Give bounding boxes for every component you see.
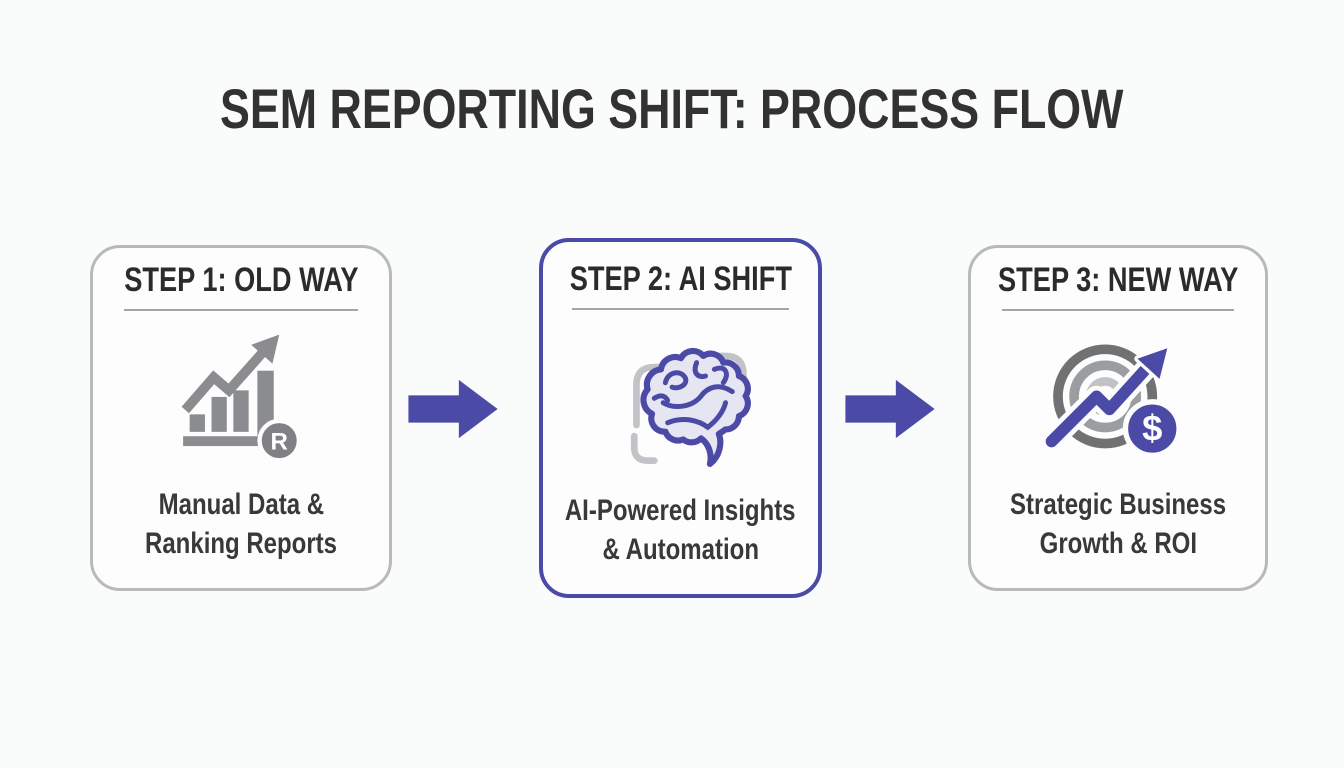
- header-divider: [1001, 309, 1235, 311]
- page-title: SEM REPORTING SHIFT: PROCESS FLOW: [0, 76, 1344, 141]
- page-title-text: SEM REPORTING SHIFT: PROCESS FLOW: [220, 77, 1124, 140]
- step-card-ai-shift: STEP 2: AI SHIFT: [539, 238, 822, 598]
- right-block-arrow-icon: [408, 379, 498, 439]
- step-card-new-way: STEP 3: NEW WAY $ Strategic Busin: [968, 245, 1268, 591]
- step-header: STEP 2: AI SHIFT: [569, 260, 792, 298]
- step-header: STEP 3: NEW WAY: [997, 261, 1239, 299]
- caption-line: Growth & ROI: [1039, 527, 1197, 561]
- caption-line: AI-Powered Insights: [565, 493, 796, 527]
- ai-brain-icon: [630, 347, 751, 467]
- dollar-badge-symbol: $: [1142, 408, 1162, 449]
- caption-line: & Automation: [602, 533, 759, 567]
- caption-line: Strategic Business: [1009, 487, 1227, 521]
- header-divider: [571, 308, 790, 310]
- flow-arrow-2: [845, 377, 937, 441]
- ranking-badge-circle: [257, 418, 302, 463]
- target-growth-roi-icon: $: [1043, 344, 1182, 459]
- step-header: STEP 1: OLD WAY: [123, 261, 359, 299]
- step-caption: AI-Powered Insights & Automation: [536, 491, 824, 570]
- growth-arrow: [1045, 358, 1157, 448]
- step-caption: Manual Data & Ranking Reports: [121, 485, 361, 564]
- header-divider: [124, 309, 358, 311]
- trend-arrowhead: [251, 334, 280, 364]
- step-card-old-way: STEP 1: OLD WAY R Manual Data & Ranking …: [90, 245, 392, 591]
- dollar-badge-circle: [1122, 399, 1182, 459]
- growth-arrowhead: [1134, 345, 1171, 383]
- ranking-badge-letter: R: [271, 428, 288, 455]
- step-caption: Strategic Business Growth & ROI: [983, 485, 1253, 564]
- flow-arrow-1: [408, 377, 500, 441]
- right-block-arrow-icon: [845, 379, 935, 439]
- caption-line: Ranking Reports: [144, 527, 338, 561]
- caption-line: Manual Data &: [158, 487, 324, 521]
- scan-frame-brackets: [630, 352, 747, 464]
- ranking-bar-chart-icon: R: [181, 334, 302, 463]
- brain-folds: [651, 360, 735, 431]
